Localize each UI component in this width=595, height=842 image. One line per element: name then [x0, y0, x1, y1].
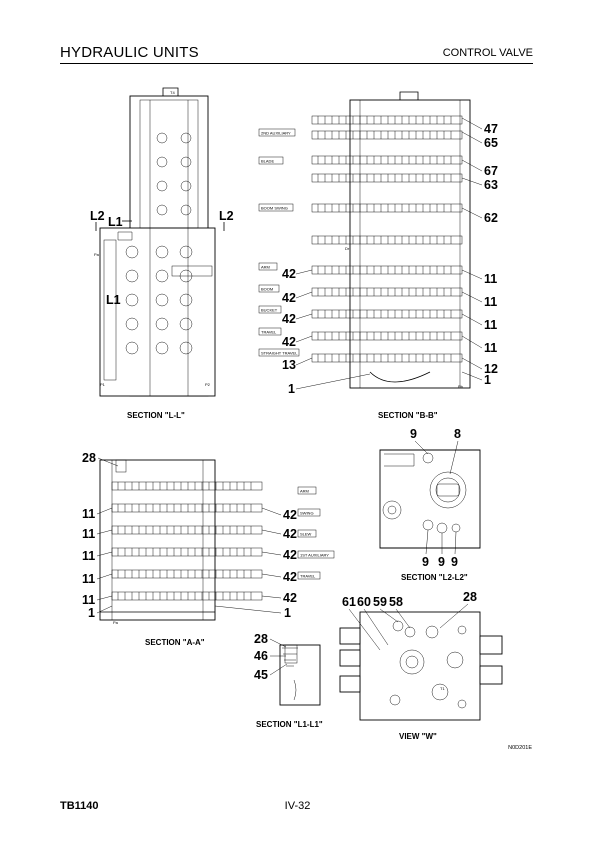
- bb-callout-1l: 1: [288, 382, 295, 396]
- bb-callout-67: 67: [484, 164, 498, 178]
- bb-callout-42a: 42: [282, 267, 296, 281]
- caption-section-aa: SECTION "A-A": [145, 638, 205, 647]
- bb-callouts: 47 65 67 63 62 11 11 11 11 12 1 42 42 42…: [282, 122, 498, 396]
- view-w-callout-28: 28: [463, 590, 477, 604]
- caption-view-w: VIEW "W": [399, 732, 437, 741]
- figure-code: N0D201E: [508, 745, 532, 751]
- aa-callout-11c: 11: [82, 549, 95, 563]
- l2l2-callout-9c: 9: [451, 555, 458, 569]
- bb-callout-11a: 11: [484, 272, 497, 286]
- view-w-callout-59: 59: [373, 595, 387, 609]
- l2l2-callout-9-top: 9: [410, 427, 417, 441]
- aa-callout-11b: 11: [82, 527, 95, 541]
- section-l2l2-drawing: [379, 449, 481, 549]
- l2l2-callout-8: 8: [454, 427, 461, 441]
- aa-callout-42b: 42: [283, 527, 297, 541]
- bb-tag-2nd-auxiliary: 2ND AUXILIARY: [261, 131, 291, 136]
- aa-callout-1r: 1: [284, 606, 291, 620]
- aa-tag-travel: TRAVEL: [300, 574, 316, 579]
- view-w-callout-60: 60: [357, 595, 371, 609]
- section-ll-drawing: [99, 87, 216, 397]
- bb-port-dr: Dr: [345, 246, 350, 251]
- bb-callout-42d: 42: [282, 335, 296, 349]
- aa-tag-arm: ARM: [300, 489, 309, 494]
- ll-port-t4: T4: [170, 90, 175, 95]
- l2l2-callouts: 9 8 9 9 9: [410, 427, 461, 569]
- section-bb-drawing: [311, 91, 471, 389]
- bb-callout-11b: 11: [484, 295, 497, 309]
- bb-callout-12: 12: [484, 362, 498, 376]
- bb-callout-65: 65: [484, 136, 498, 150]
- bb-callout-11d: 11: [484, 341, 497, 355]
- l1l1-callouts: 28 46 45: [254, 632, 268, 682]
- aa-callout-1l: 1: [88, 606, 95, 620]
- aa-tag-1st-auxiliary: 1ST AUXILIARY: [300, 553, 329, 558]
- bb-callout-13: 13: [282, 358, 296, 372]
- l2l2-callout-9b: 9: [438, 555, 445, 569]
- bb-tag-boom-swing: BOOM SWING: [261, 206, 288, 211]
- footer-doc-code: TB1140: [60, 800, 99, 812]
- l2l2-leader-lines: [414, 440, 459, 555]
- bb-port-pb: Pb: [458, 384, 464, 389]
- aa-callout-42a: 42: [283, 508, 297, 522]
- bb-tag-arm: ARM: [261, 265, 270, 270]
- bb-callout-62: 62: [484, 211, 498, 225]
- l1l1-callout-46: 46: [254, 649, 268, 663]
- aa-callout-42d: 42: [283, 570, 297, 584]
- bb-callout-47: 47: [484, 122, 498, 136]
- view-w-drawing: [339, 611, 503, 721]
- view-w-port-t1: T1: [440, 686, 445, 691]
- bb-callout-42c: 42: [282, 312, 296, 326]
- aa-callout-11a: 11: [82, 507, 95, 521]
- aa-callout-42c: 42: [283, 548, 297, 562]
- ll-label-l1-mid: L1: [106, 293, 121, 307]
- ll-label-l2-left: L2: [90, 209, 105, 223]
- ll-port-pa: Pa: [94, 252, 100, 257]
- l2l2-callout-9a: 9: [422, 555, 429, 569]
- ll-label-l2-right: L2: [219, 209, 234, 223]
- bb-tag-blade: BLADE: [261, 159, 274, 164]
- aa-callouts: 28 11 11 11 11 11 1 42 42 42 42 42 1: [82, 451, 297, 620]
- aa-spool-tags: ARM SWING SLEW 1ST AUXILIARY TRAVEL: [297, 486, 335, 580]
- caption-section-ll: SECTION "L-L": [127, 411, 185, 420]
- bb-tag-boom: BOOM: [261, 287, 273, 292]
- l1l1-leader-lines: [269, 638, 288, 676]
- ll-port-p2: P2: [205, 382, 211, 387]
- aa-tag-slew: SLEW: [300, 532, 312, 537]
- bb-spool-tags: 2ND AUXILIARY BLADE BOOM SWING ARM BOOM …: [258, 128, 300, 357]
- aa-callout-11d: 11: [82, 572, 95, 586]
- aa-tag-swing: SWING: [300, 511, 314, 516]
- caption-section-l2l2: SECTION "L2-L2": [401, 573, 468, 582]
- aa-callout-28: 28: [82, 451, 96, 465]
- aa-callout-11e: 11: [82, 593, 95, 607]
- aa-callout-42e: 42: [283, 591, 297, 605]
- view-w-callouts: 61 60 59 58 28: [342, 590, 477, 609]
- view-w-callout-61: 61: [342, 595, 356, 609]
- bb-callout-63: 63: [484, 178, 498, 192]
- bb-tag-straight-travel: STRAIGHT TRAVEL: [261, 351, 298, 356]
- bb-tag-bucket: BUCKET: [261, 308, 278, 313]
- l1l1-callout-28: 28: [254, 632, 268, 646]
- caption-section-l1l1: SECTION "L1-L1": [256, 720, 323, 729]
- bb-tag-travel: TRAVEL: [261, 330, 277, 335]
- caption-section-bb: SECTION "B-B": [378, 411, 438, 420]
- section-l1l1-drawing: [279, 644, 321, 706]
- aa-port-pa: Pa: [113, 620, 119, 625]
- bb-callout-1r: 1: [484, 373, 491, 387]
- header-section: CONTROL VALVE: [442, 47, 533, 59]
- bb-leader-lines: [295, 117, 483, 390]
- header-rule: [60, 63, 533, 64]
- bb-callout-11c: 11: [484, 318, 497, 332]
- ll-label-l1-top: L1: [108, 215, 123, 229]
- l1l1-callout-45: 45: [254, 668, 268, 682]
- section-aa-drawing: [99, 459, 263, 621]
- aa-leader-lines: [96, 457, 282, 614]
- footer-page-number: IV-32: [284, 800, 311, 812]
- view-w-leader-lines: [348, 603, 469, 651]
- header-title: HYDRAULIC UNITS: [60, 44, 199, 61]
- bb-callout-42b: 42: [282, 291, 296, 305]
- ll-port-p1: P1: [100, 382, 106, 387]
- view-w-callout-58: 58: [389, 595, 403, 609]
